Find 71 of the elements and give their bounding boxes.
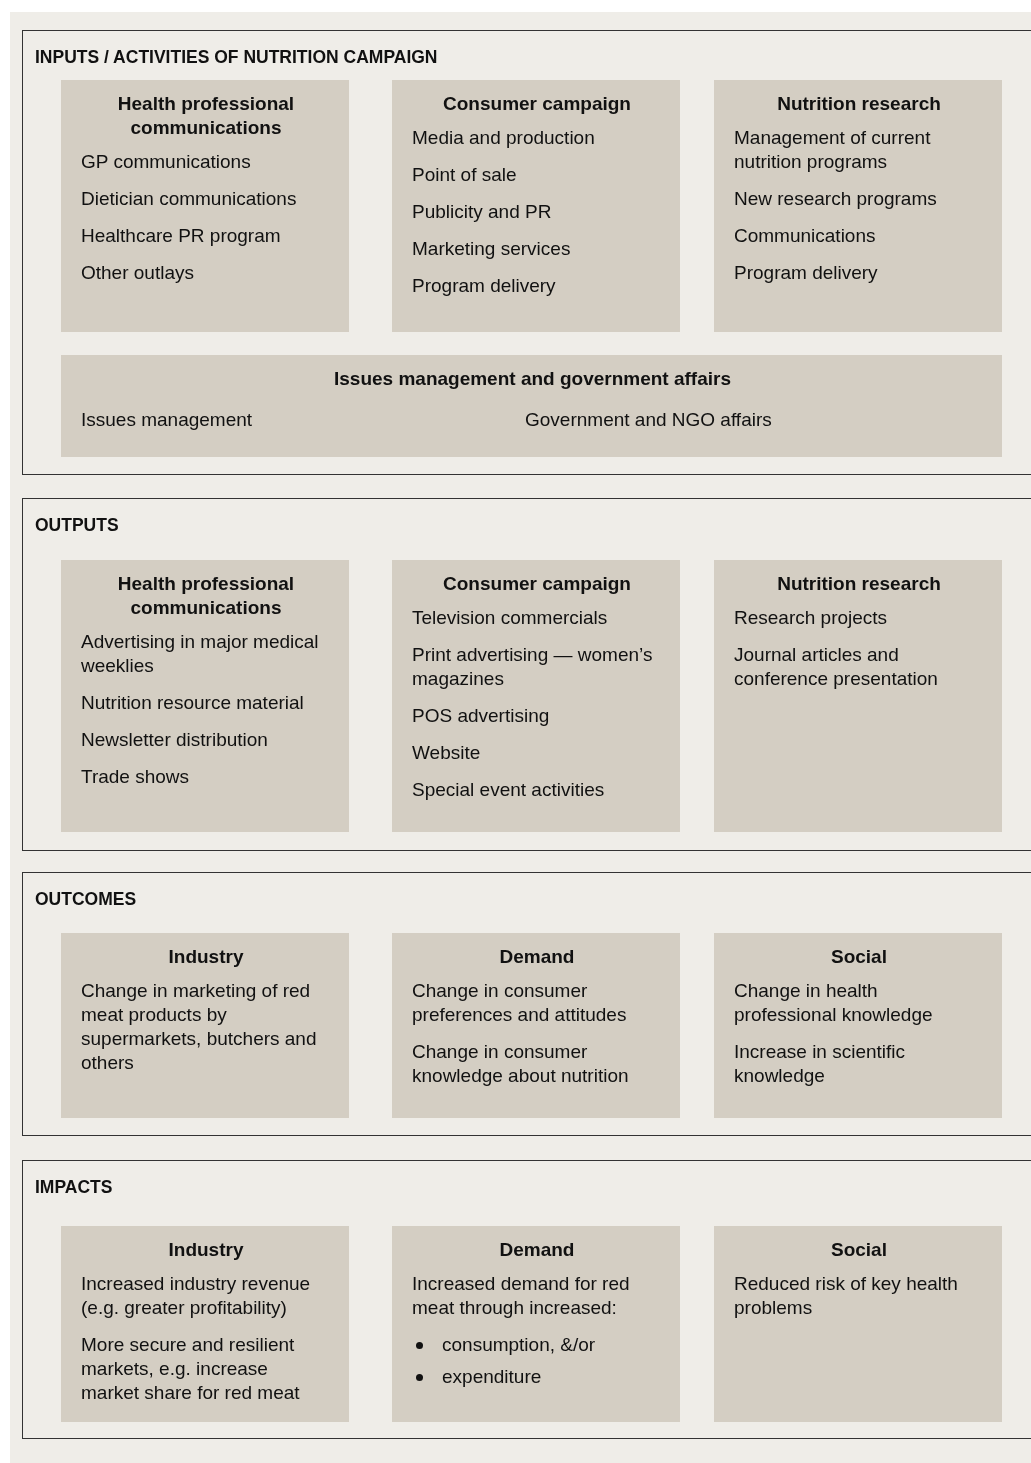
box-heading: Health professional communications — [116, 92, 296, 140]
list-item: Program delivery — [734, 261, 879, 285]
list-item: Newsletter distribution — [81, 728, 269, 752]
category-box — [61, 1226, 349, 1422]
list-item: Increase in scientific knowledge — [734, 1040, 907, 1088]
list-item: Publicity and PR — [412, 200, 553, 224]
list-item: Research projects — [734, 606, 889, 630]
list-item: POS advertising — [412, 704, 551, 728]
list-item: Other outlays — [81, 261, 195, 285]
box-heading: Issues management and government affairs — [333, 367, 732, 391]
box-heading: Industry — [167, 1238, 245, 1262]
bullet-item: expenditure — [442, 1365, 543, 1389]
box-heading: Demand — [498, 945, 576, 969]
list-item: Journal articles and conference presentation — [734, 643, 939, 691]
list-item: Trade shows — [81, 765, 191, 789]
bullet-item: consumption, &/or — [442, 1333, 597, 1357]
list-item: Reduced risk of key health problems — [734, 1272, 959, 1320]
box-heading: Social — [830, 945, 888, 969]
list-item: More secure and resilient markets, e.g. increase market share for red meat — [81, 1333, 301, 1405]
list-item: Communications — [734, 224, 877, 248]
list-item: Special event activities — [412, 778, 606, 802]
box-heading: Social — [830, 1238, 888, 1262]
box-heading: Industry — [167, 945, 245, 969]
category-box — [392, 80, 680, 332]
list-item: Increased demand for red meat through increased: — [412, 1272, 631, 1320]
list-item: Change in health professional knowledge — [734, 979, 934, 1027]
box-heading: Nutrition research — [776, 92, 942, 116]
list-item: Marketing services — [412, 237, 572, 261]
section-panel — [22, 872, 1031, 1136]
list-item: Change in consumer preferences and attitudes — [412, 979, 628, 1027]
section-heading: IMPACTS — [35, 1177, 113, 1198]
list-item: Print advertising — women’s magazines — [412, 643, 654, 691]
list-item: Issues management — [81, 408, 253, 432]
category-box — [392, 1226, 680, 1422]
section-heading: OUTCOMES — [35, 889, 137, 910]
section-panel — [22, 30, 1031, 475]
list-item: Dietician communications — [81, 187, 298, 211]
category-box — [392, 560, 680, 832]
category-box — [61, 355, 1002, 457]
list-item: GP communications — [81, 150, 252, 174]
section-heading: INPUTS / ACTIVITIES OF NUTRITION CAMPAIGN — [35, 47, 438, 68]
list-item: New research programs — [734, 187, 938, 211]
category-box — [714, 933, 1002, 1118]
list-item: Media and production — [412, 126, 596, 150]
box-heading: Demand — [498, 1238, 576, 1262]
category-box — [61, 560, 349, 832]
list-item: Increased industry revenue (e.g. greater profitability) — [81, 1272, 312, 1320]
box-heading: Nutrition research — [776, 572, 942, 596]
category-box — [714, 1226, 1002, 1422]
list-item: Program delivery — [412, 274, 557, 298]
list-item: Website — [412, 741, 482, 765]
list-item: Government and NGO affairs — [525, 408, 772, 432]
category-box — [392, 933, 680, 1118]
box-heading: Consumer campaign — [442, 572, 632, 596]
section-panel — [22, 1160, 1031, 1439]
category-box — [61, 933, 349, 1118]
list-item: Point of sale — [412, 163, 518, 187]
list-item: Change in marketing of red meat products by supermarkets, butchers and others — [81, 979, 318, 1075]
list-item: Television commercials — [412, 606, 609, 630]
list-item: Change in consumer knowledge about nutrition — [412, 1040, 630, 1088]
section-panel — [22, 498, 1031, 851]
category-box — [714, 80, 1002, 332]
box-heading: Health professional communications — [116, 572, 296, 620]
list-item: Nutrition resource material — [81, 691, 305, 715]
section-heading: OUTPUTS — [35, 515, 119, 536]
list-item: Management of current nutrition programs — [734, 126, 932, 174]
list-item: Advertising in major medical weeklies — [81, 630, 320, 678]
box-heading: Consumer campaign — [442, 92, 632, 116]
category-box — [714, 560, 1002, 832]
category-box — [61, 80, 349, 332]
list-item: Healthcare PR program — [81, 224, 282, 248]
